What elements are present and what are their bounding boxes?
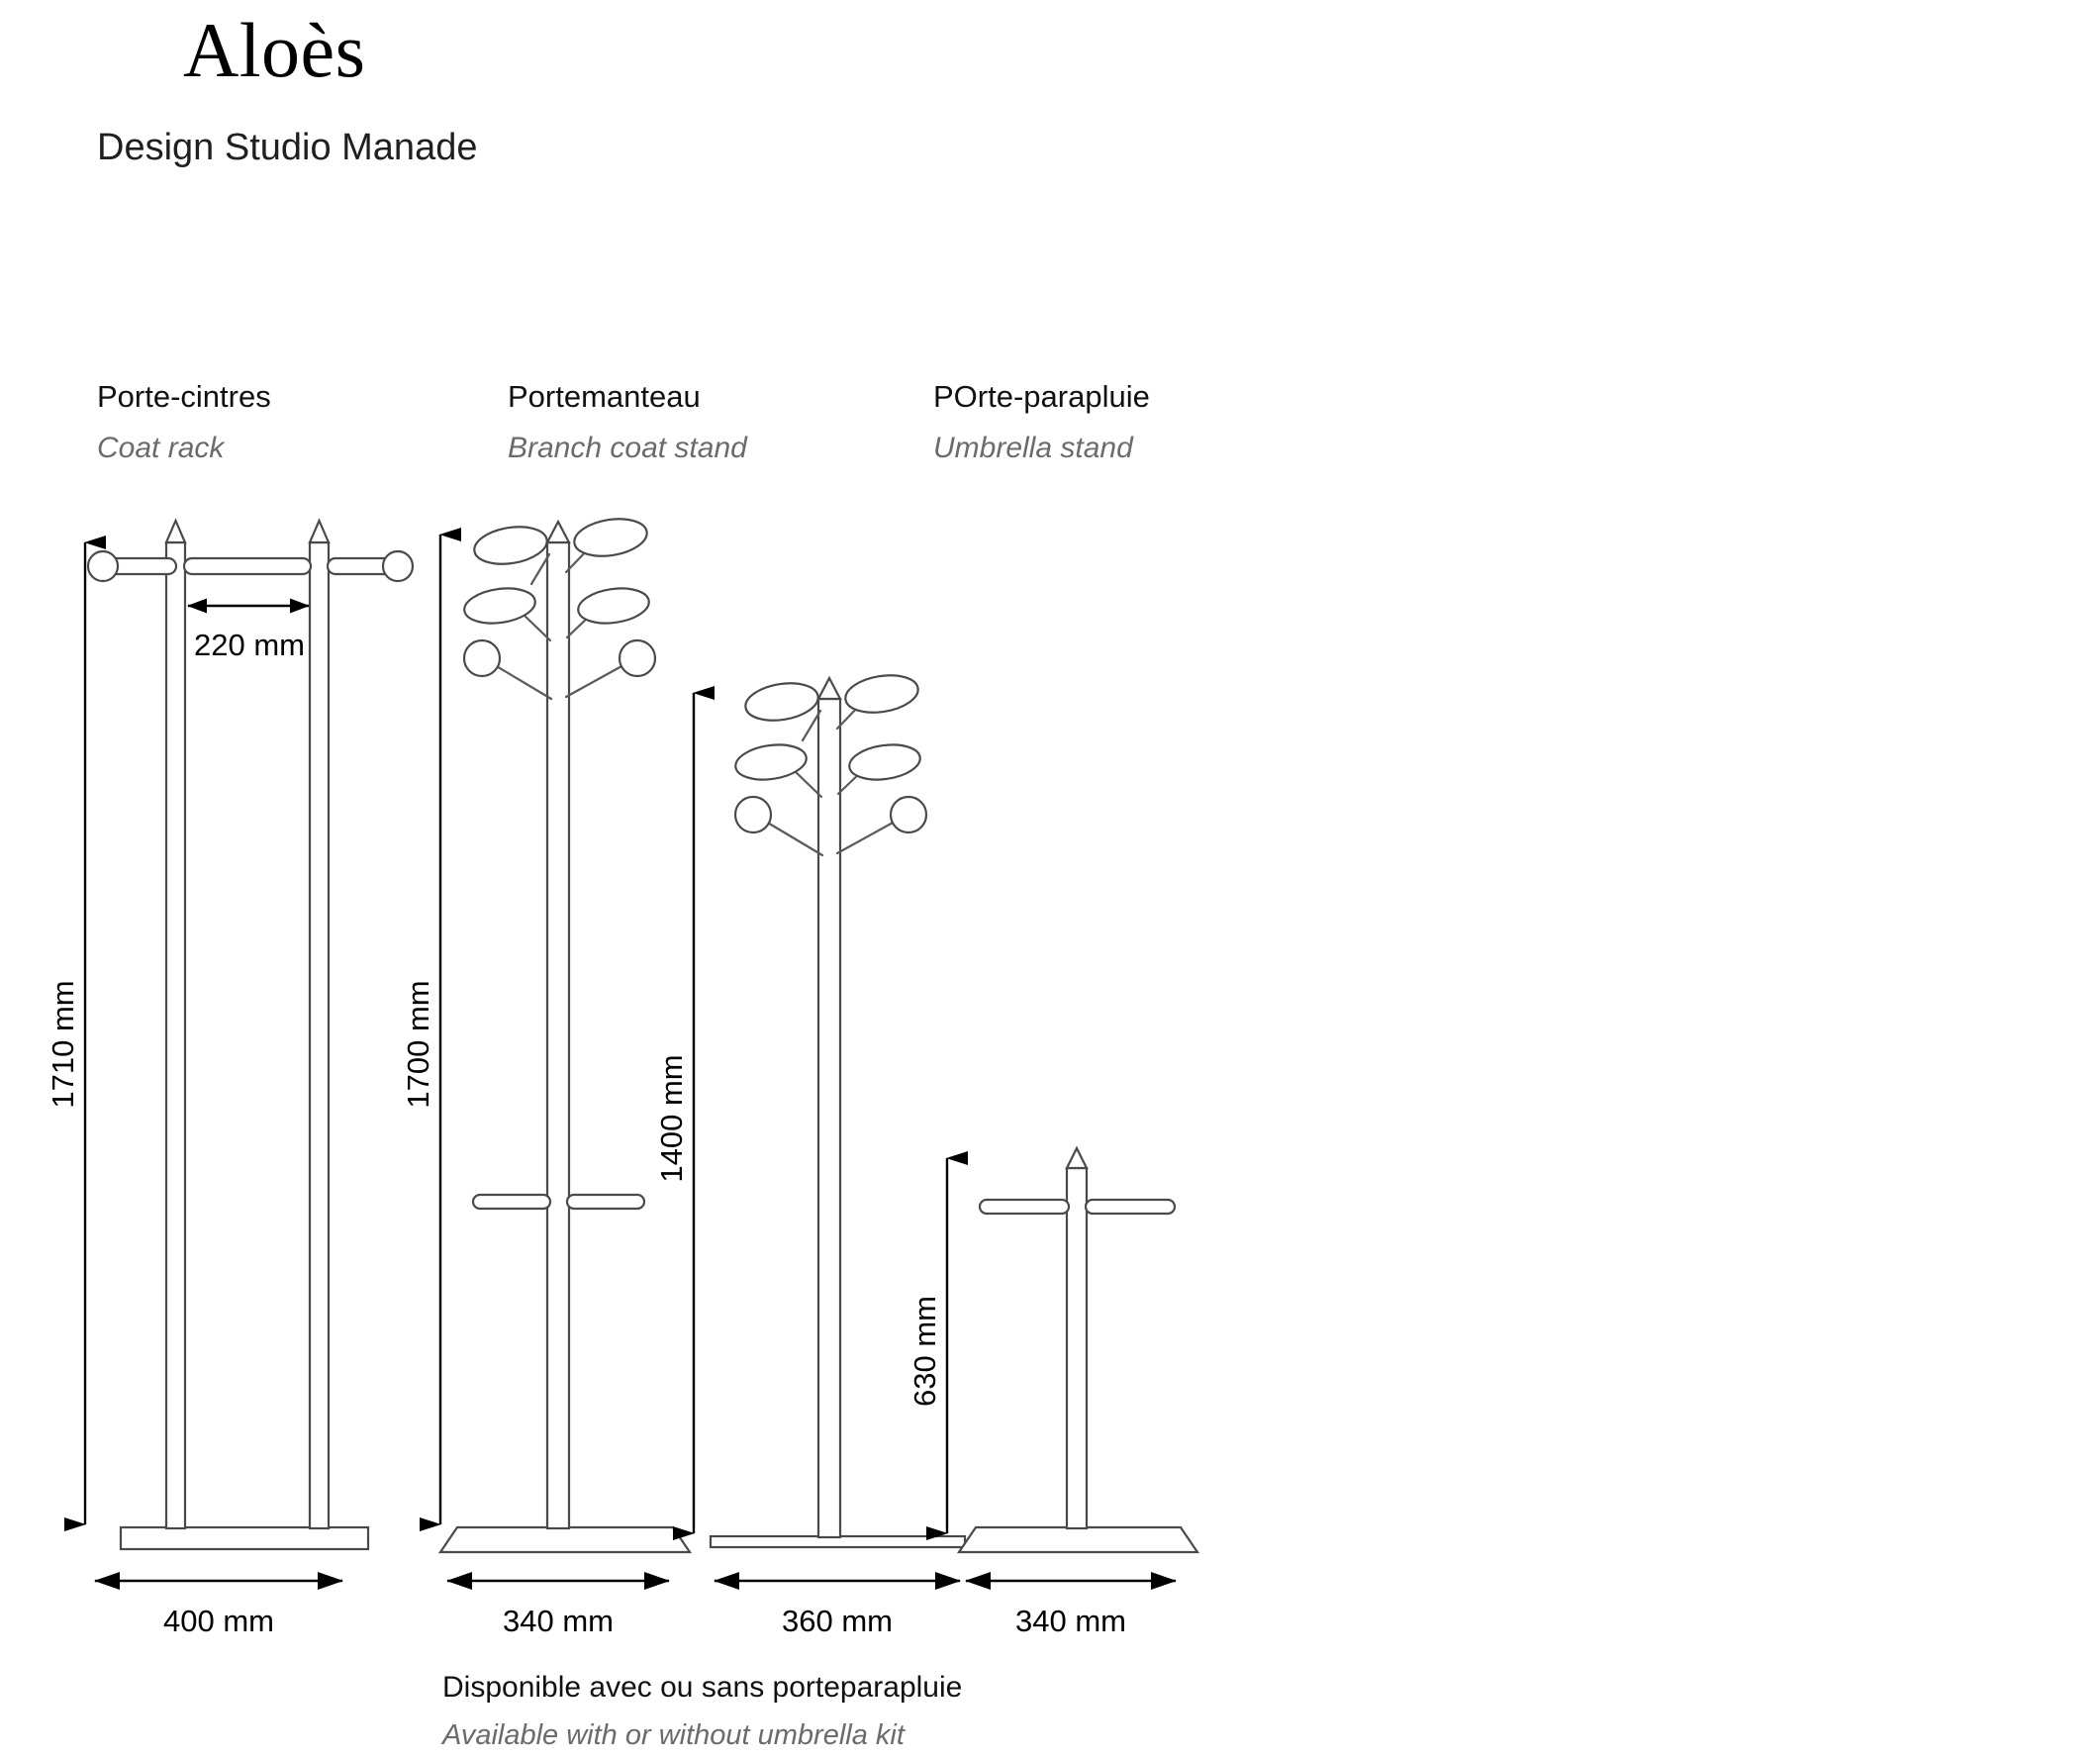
branch-stand-tall-tier-middle — [463, 587, 650, 642]
branch-stand-short-tier-top — [744, 674, 919, 742]
branch-stand-tall-tier-top — [473, 518, 648, 586]
coat-rack-knob-left — [86, 549, 120, 583]
branch-stand-short-tier-middle — [734, 743, 921, 799]
dimension-label-220mm: 220 mm — [194, 628, 305, 662]
dimension-coat-rack-hook-spacing: 220 mm — [187, 598, 310, 662]
product-coat-rack: 1710 mm 220 mm 400 mm — [46, 518, 415, 1638]
brand-designer: Design Studio Manade — [97, 127, 478, 168]
dimension-branch-stand-short-width: 360 mm — [714, 1572, 961, 1638]
branch-stand-tall-tier-lower — [462, 638, 657, 701]
footer-note-fr: Disponible avec ou sans porteparapluie — [442, 1671, 963, 1704]
branch-stand-tall-umbrella-bar — [471, 1193, 646, 1211]
heading-en-coat-rack: Coat rack — [97, 432, 225, 464]
heading-fr-coat-rack: Porte-cintres — [97, 379, 271, 414]
column-heading-umbrella-stand: POrte-parapluie Umbrella stand — [933, 379, 1150, 465]
product-umbrella-stand: 630 mm 340 mm — [907, 1145, 1200, 1638]
dimension-label-1700mm: 1700 mm — [401, 980, 435, 1108]
dimension-umbrella-stand-width: 340 mm — [965, 1572, 1177, 1638]
umbrella-stand-base — [956, 1525, 1200, 1554]
brand-title: Aloès — [183, 7, 366, 93]
coat-rack-base — [119, 1525, 370, 1551]
branch-stand-tall-trunk — [545, 519, 571, 1530]
dimension-label-1710mm: 1710 mm — [46, 980, 80, 1108]
heading-en-branch-coat-stand: Branch coat stand — [508, 432, 747, 464]
dimension-coat-rack-width: 400 mm — [94, 1572, 343, 1638]
dimension-label-1400mm: 1400 mm — [654, 1054, 689, 1182]
dimension-label-400mm: 400 mm — [163, 1604, 274, 1638]
product-branch-coat-stand-tall: 1700 mm 340 mm — [401, 518, 693, 1638]
dimension-umbrella-stand-height: 630 mm — [907, 1151, 968, 1540]
column-heading-coat-rack: Porte-cintres Coat rack — [97, 379, 271, 465]
dimension-coat-rack-height: 1710 mm — [46, 536, 106, 1531]
dimension-branch-stand-tall-width: 340 mm — [446, 1572, 670, 1638]
umbrella-stand-post — [1065, 1145, 1089, 1530]
coat-rack-post-left — [164, 518, 187, 1530]
column-heading-branch-coat-stand: Portemanteau Branch coat stand — [508, 379, 747, 465]
branch-stand-tall-base — [437, 1525, 693, 1554]
dimension-label-340mm-a: 340 mm — [503, 1604, 614, 1638]
product-branch-coat-stand-short: 1400 mm 360 mm — [654, 674, 967, 1638]
heading-fr-branch-coat-stand: Portemanteau — [508, 379, 701, 414]
coat-rack-knob-right — [381, 549, 415, 583]
dimension-label-340mm-b: 340 mm — [1015, 1604, 1126, 1638]
branch-stand-short-trunk — [816, 675, 842, 1539]
coat-rack-rail — [86, 549, 415, 583]
dimension-branch-stand-tall-height: 1700 mm — [401, 528, 461, 1531]
dimension-branch-stand-short-height: 1400 mm — [654, 686, 715, 1540]
coat-rack-post-right — [308, 518, 331, 1530]
heading-en-umbrella-stand: Umbrella stand — [933, 432, 1133, 464]
heading-fr-umbrella-stand: POrte-parapluie — [933, 379, 1150, 414]
branch-stand-short-tier-lower — [733, 795, 928, 857]
dimension-label-360mm: 360 mm — [782, 1604, 893, 1638]
umbrella-stand-crossbar — [978, 1198, 1177, 1216]
dimension-label-630mm: 630 mm — [907, 1296, 942, 1407]
footer-note-en: Available with or without umbrella kit — [442, 1719, 905, 1751]
